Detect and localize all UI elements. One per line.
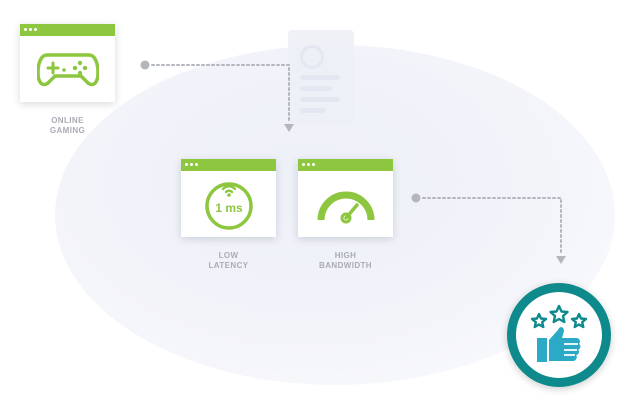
latency-value: 1 ms	[215, 201, 243, 215]
result-badge	[507, 283, 611, 387]
ghost-document	[288, 30, 354, 125]
gamepad-icon	[36, 53, 99, 87]
bandwidth-card	[298, 159, 393, 237]
window-bar	[20, 24, 115, 36]
speedometer-icon	[317, 191, 374, 224]
window-bar	[181, 159, 276, 171]
latency-label: LOW LATENCY	[208, 251, 249, 270]
latency-card: 1 ms	[181, 159, 276, 237]
thumbs-up-stars-icon	[530, 304, 588, 362]
bandwidth-label: HIGH BANDWIDTH	[319, 251, 372, 270]
gaming-card	[20, 24, 115, 102]
window-bar	[298, 159, 393, 171]
gaming-label: ONLINE GAMING	[49, 116, 86, 135]
latency-icon: 1 ms	[204, 182, 253, 230]
